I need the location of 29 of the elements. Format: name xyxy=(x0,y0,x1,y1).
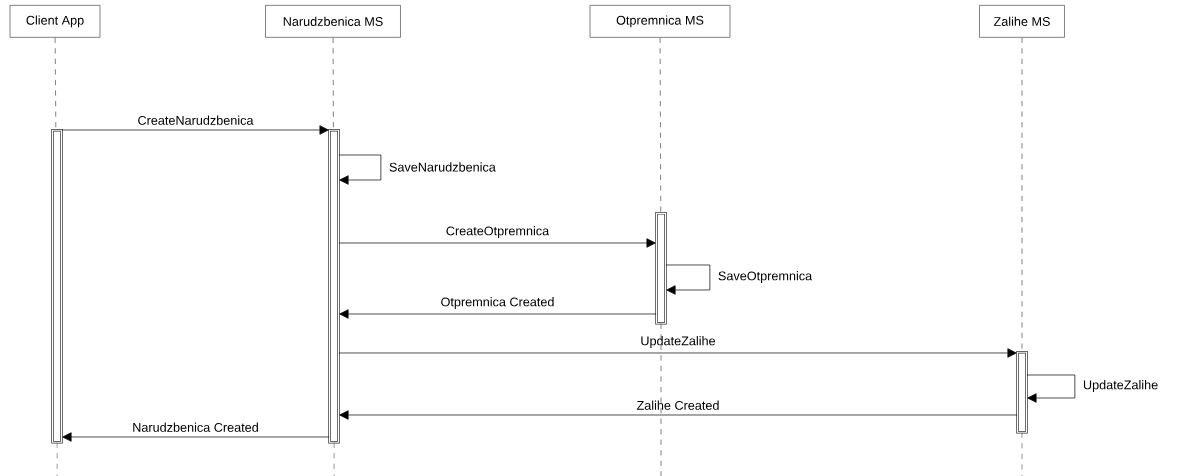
participant-box: Otpremnica MS xyxy=(589,5,731,38)
message-label: CreateOtpremnica xyxy=(446,226,550,238)
lifeline xyxy=(332,37,334,131)
participant-box: Zalihe MS xyxy=(979,5,1065,38)
activation-bar xyxy=(655,212,667,325)
self-message-arrow xyxy=(338,154,382,185)
message-label: Otpremnica Created xyxy=(441,297,554,309)
message-label: UpdateZalihe xyxy=(1083,380,1158,392)
message-label: SaveNarudzbenica xyxy=(389,162,496,172)
activation-bar xyxy=(1016,351,1028,434)
message-arrow xyxy=(338,348,1017,358)
self-message-arrow xyxy=(665,264,711,295)
participant-box: Client App xyxy=(9,5,101,38)
self-message-arrow xyxy=(1026,374,1076,403)
message-label: UpdateZalihe xyxy=(641,336,716,348)
lifeline xyxy=(54,37,57,131)
message-arrow xyxy=(338,238,656,248)
message-arrow xyxy=(339,309,657,319)
message-label: CreateNarudzbenica xyxy=(138,115,254,125)
activation-bar xyxy=(328,129,340,444)
message-label: Narudzbenica Created xyxy=(133,422,258,432)
message-arrow xyxy=(61,125,329,135)
message-arrow xyxy=(62,432,330,442)
message-label: Zalihe Created xyxy=(636,400,719,410)
message-label: SaveOtpremnica xyxy=(718,271,813,283)
lifeline xyxy=(659,37,662,214)
activation-bar xyxy=(51,129,63,444)
participant-box: Narudzbenica MS xyxy=(265,5,401,38)
message-arrow xyxy=(339,410,1018,420)
